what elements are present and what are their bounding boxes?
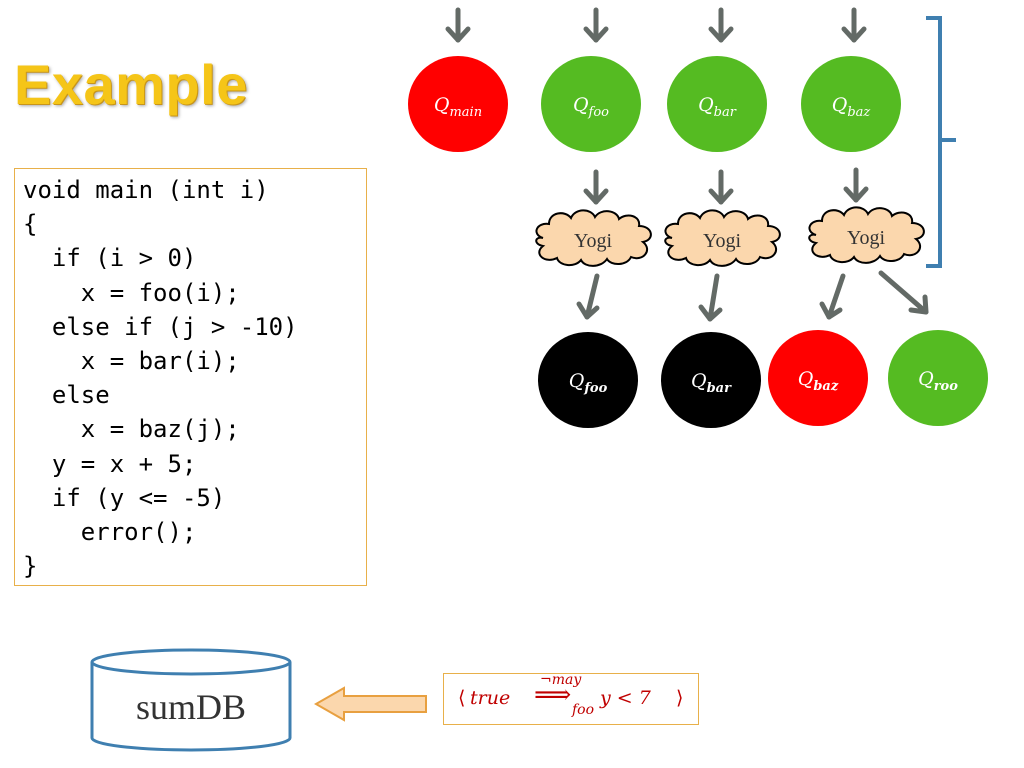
code-line: else [23, 381, 110, 410]
sumdb-database-icon: sumDB [90, 648, 292, 752]
node-q-baz-result: Qbaz [768, 330, 868, 426]
svg-text:Yogi: Yogi [703, 230, 741, 252]
node-q-foo-result: Qfoo [538, 332, 638, 428]
svg-text:Qbar: Qbar [698, 94, 737, 120]
code-line: else if (j > -10) [23, 312, 298, 341]
node-q-baz: Qbaz [801, 56, 901, 152]
code-line: if (y <= -5) [23, 483, 226, 512]
code-line: x = baz(j); [23, 415, 240, 444]
code-line: { [23, 210, 38, 239]
slide-title: Example [14, 53, 248, 116]
formula-rhs: y < 7 [600, 687, 651, 709]
arrow-foo-to-yogi [583, 169, 609, 205]
formula-arrow-over: ¬may [540, 672, 582, 688]
code-line: y = x + 5; [23, 449, 197, 478]
formula-arrow-under: foo [572, 702, 595, 718]
incoming-arrow-foo [583, 7, 609, 43]
code-line: void main (int i) [23, 176, 269, 204]
right-brace [926, 16, 956, 268]
formula-open-bracket: ⟨ [458, 687, 466, 709]
svg-text:Qroo: Qroo [918, 368, 958, 394]
formula-true: true [470, 687, 511, 709]
incoming-arrow-baz [841, 7, 867, 43]
arrow-yogi-to-foo [576, 273, 600, 320]
block-arrow-left [313, 686, 427, 722]
arrow-yogi-to-bar [698, 273, 723, 322]
node-q-bar-result: Qbar [661, 332, 761, 428]
incoming-arrow-main [445, 7, 471, 43]
code-line: error(); [23, 518, 197, 547]
code-line: x = foo(i); [23, 278, 240, 307]
database-label: sumDB [136, 687, 246, 727]
node-q-foo: Qfoo [541, 56, 641, 152]
code-line: } [23, 552, 38, 581]
code-line: if (i > 0) [23, 244, 197, 273]
arrow-baz-to-yogi [843, 167, 869, 203]
svg-text:Qbaz: Qbaz [832, 94, 871, 120]
svg-text:Qfoo: Qfoo [573, 94, 609, 120]
node-q-main: Qmain [408, 56, 508, 152]
arrow-bar-to-yogi [708, 169, 734, 205]
arrow-yogi-to-roo [878, 270, 929, 315]
svg-text:Qfoo: Qfoo [569, 370, 608, 396]
yogi-cloud-baz: Yogi [808, 206, 925, 264]
yogi-cloud-foo: Yogi [535, 209, 652, 267]
yogi-cloud-bar: Yogi [664, 209, 781, 267]
node-q-bar: Qbar [667, 56, 767, 152]
svg-text:Qbar: Qbar [691, 370, 732, 396]
code-line: x = bar(i); [23, 347, 240, 376]
svg-text:Qbaz: Qbaz [798, 368, 839, 394]
arrow-yogi-to-baz [819, 273, 846, 320]
code-box: void main (int i) { if (i > 0) x = foo(i… [14, 168, 367, 586]
node-q-roo-result: Qroo [888, 330, 988, 426]
svg-text:Yogi: Yogi [847, 227, 885, 249]
formula-arrow: ⟹ [534, 680, 571, 710]
svg-text:Yogi: Yogi [574, 230, 612, 252]
formula-close-bracket: ⟩ [676, 687, 684, 709]
incoming-arrow-bar [708, 7, 734, 43]
svg-text:Qmain: Qmain [434, 94, 482, 120]
summary-formula-box: ⟨ true ¬may ⟹ foo y < 7 ⟩ [443, 672, 699, 725]
